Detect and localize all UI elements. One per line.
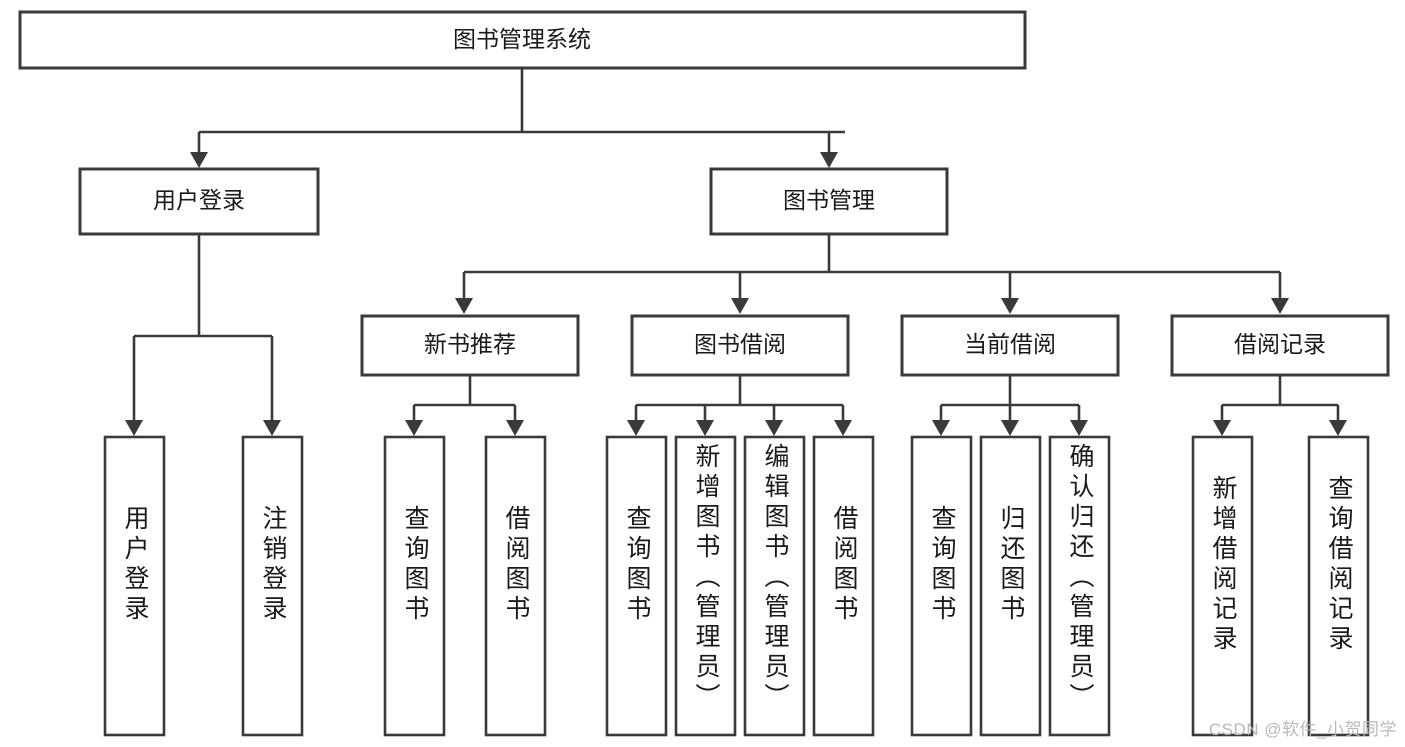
edges-root-to-level2 — [190, 68, 845, 168]
node-book-borrow[interactable]: 图书借阅 — [630, 314, 850, 377]
edges-borrowrecord-to-leaves — [1213, 375, 1347, 436]
node-leaf-4[interactable] — [484, 435, 547, 737]
node-leaf-5[interactable] — [605, 435, 668, 737]
edges-bookmanage-to-level3 — [455, 234, 1289, 314]
node-leaf-1[interactable] — [103, 435, 166, 737]
node-book-manage[interactable]: 图书管理 — [709, 167, 949, 236]
node-leaf-8[interactable] — [812, 435, 875, 737]
node-new-book-rec-label: 新书推荐 — [424, 331, 516, 357]
node-leaf-7[interactable] — [743, 435, 806, 737]
edges-currentborrow-to-leaves — [932, 375, 1088, 436]
node-leaf-9[interactable] — [910, 435, 973, 737]
node-leaf-2[interactable] — [241, 435, 304, 737]
node-leaf-13[interactable] — [1307, 435, 1370, 737]
node-current-borrow-label: 当前借阅 — [964, 331, 1056, 357]
node-leaf-3[interactable] — [383, 435, 446, 737]
edges-userlogin-to-leaves — [125, 234, 281, 436]
node-root-label: 图书管理系统 — [453, 26, 591, 52]
node-leaf-11[interactable] — [1048, 435, 1111, 737]
node-user-login[interactable]: 用户登录 — [78, 167, 320, 236]
node-current-borrow[interactable]: 当前借阅 — [900, 314, 1120, 377]
csdn-watermark: CSDN @软件_小贺同学 — [1208, 720, 1397, 739]
node-borrow-record[interactable]: 借阅记录 — [1170, 314, 1390, 377]
edges-bookborrow-to-leaves — [627, 375, 852, 436]
node-book-manage-label: 图书管理 — [783, 187, 875, 213]
node-leaf-10[interactable] — [979, 435, 1042, 737]
node-root[interactable]: 图书管理系统 — [18, 10, 1027, 70]
edges-newbookrec-to-leaves — [405, 375, 524, 436]
node-user-login-label: 用户登录 — [153, 187, 245, 213]
node-leaf-6[interactable] — [674, 435, 737, 737]
node-book-borrow-label: 图书借阅 — [694, 331, 786, 357]
node-borrow-record-label: 借阅记录 — [1234, 331, 1326, 357]
node-new-book-rec[interactable]: 新书推荐 — [360, 314, 580, 377]
node-leaf-12[interactable] — [1191, 435, 1254, 737]
